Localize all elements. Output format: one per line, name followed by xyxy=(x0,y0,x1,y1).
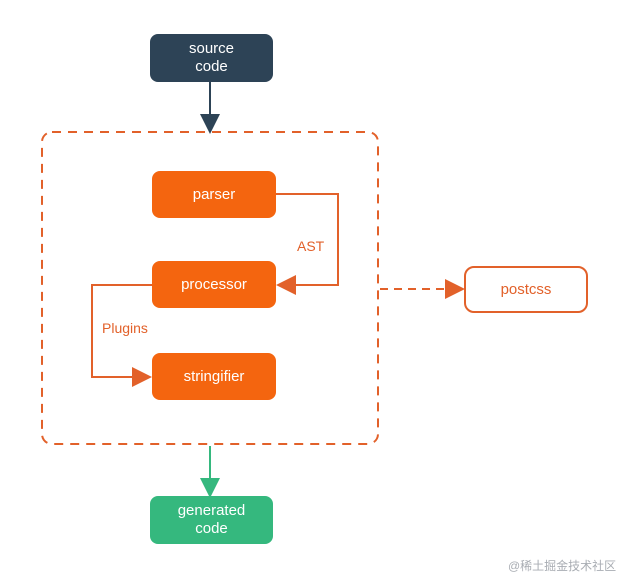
processor-node: processor xyxy=(152,261,276,308)
arrow-processor-to-stringifier xyxy=(91,284,152,387)
postcss-node: postcss xyxy=(464,266,588,313)
arrow-parser-to-processor xyxy=(276,193,339,295)
source-code-node: source code xyxy=(150,34,273,82)
stringifier-node: stringifier xyxy=(152,353,276,400)
plugins-edge-label: Plugins xyxy=(102,320,148,336)
ast-edge-label: AST xyxy=(297,238,325,254)
parser-node: parser xyxy=(152,171,276,218)
watermark-text: @稀土掘金技术社区 xyxy=(508,559,617,573)
generated-code-node: generated code xyxy=(150,496,273,544)
